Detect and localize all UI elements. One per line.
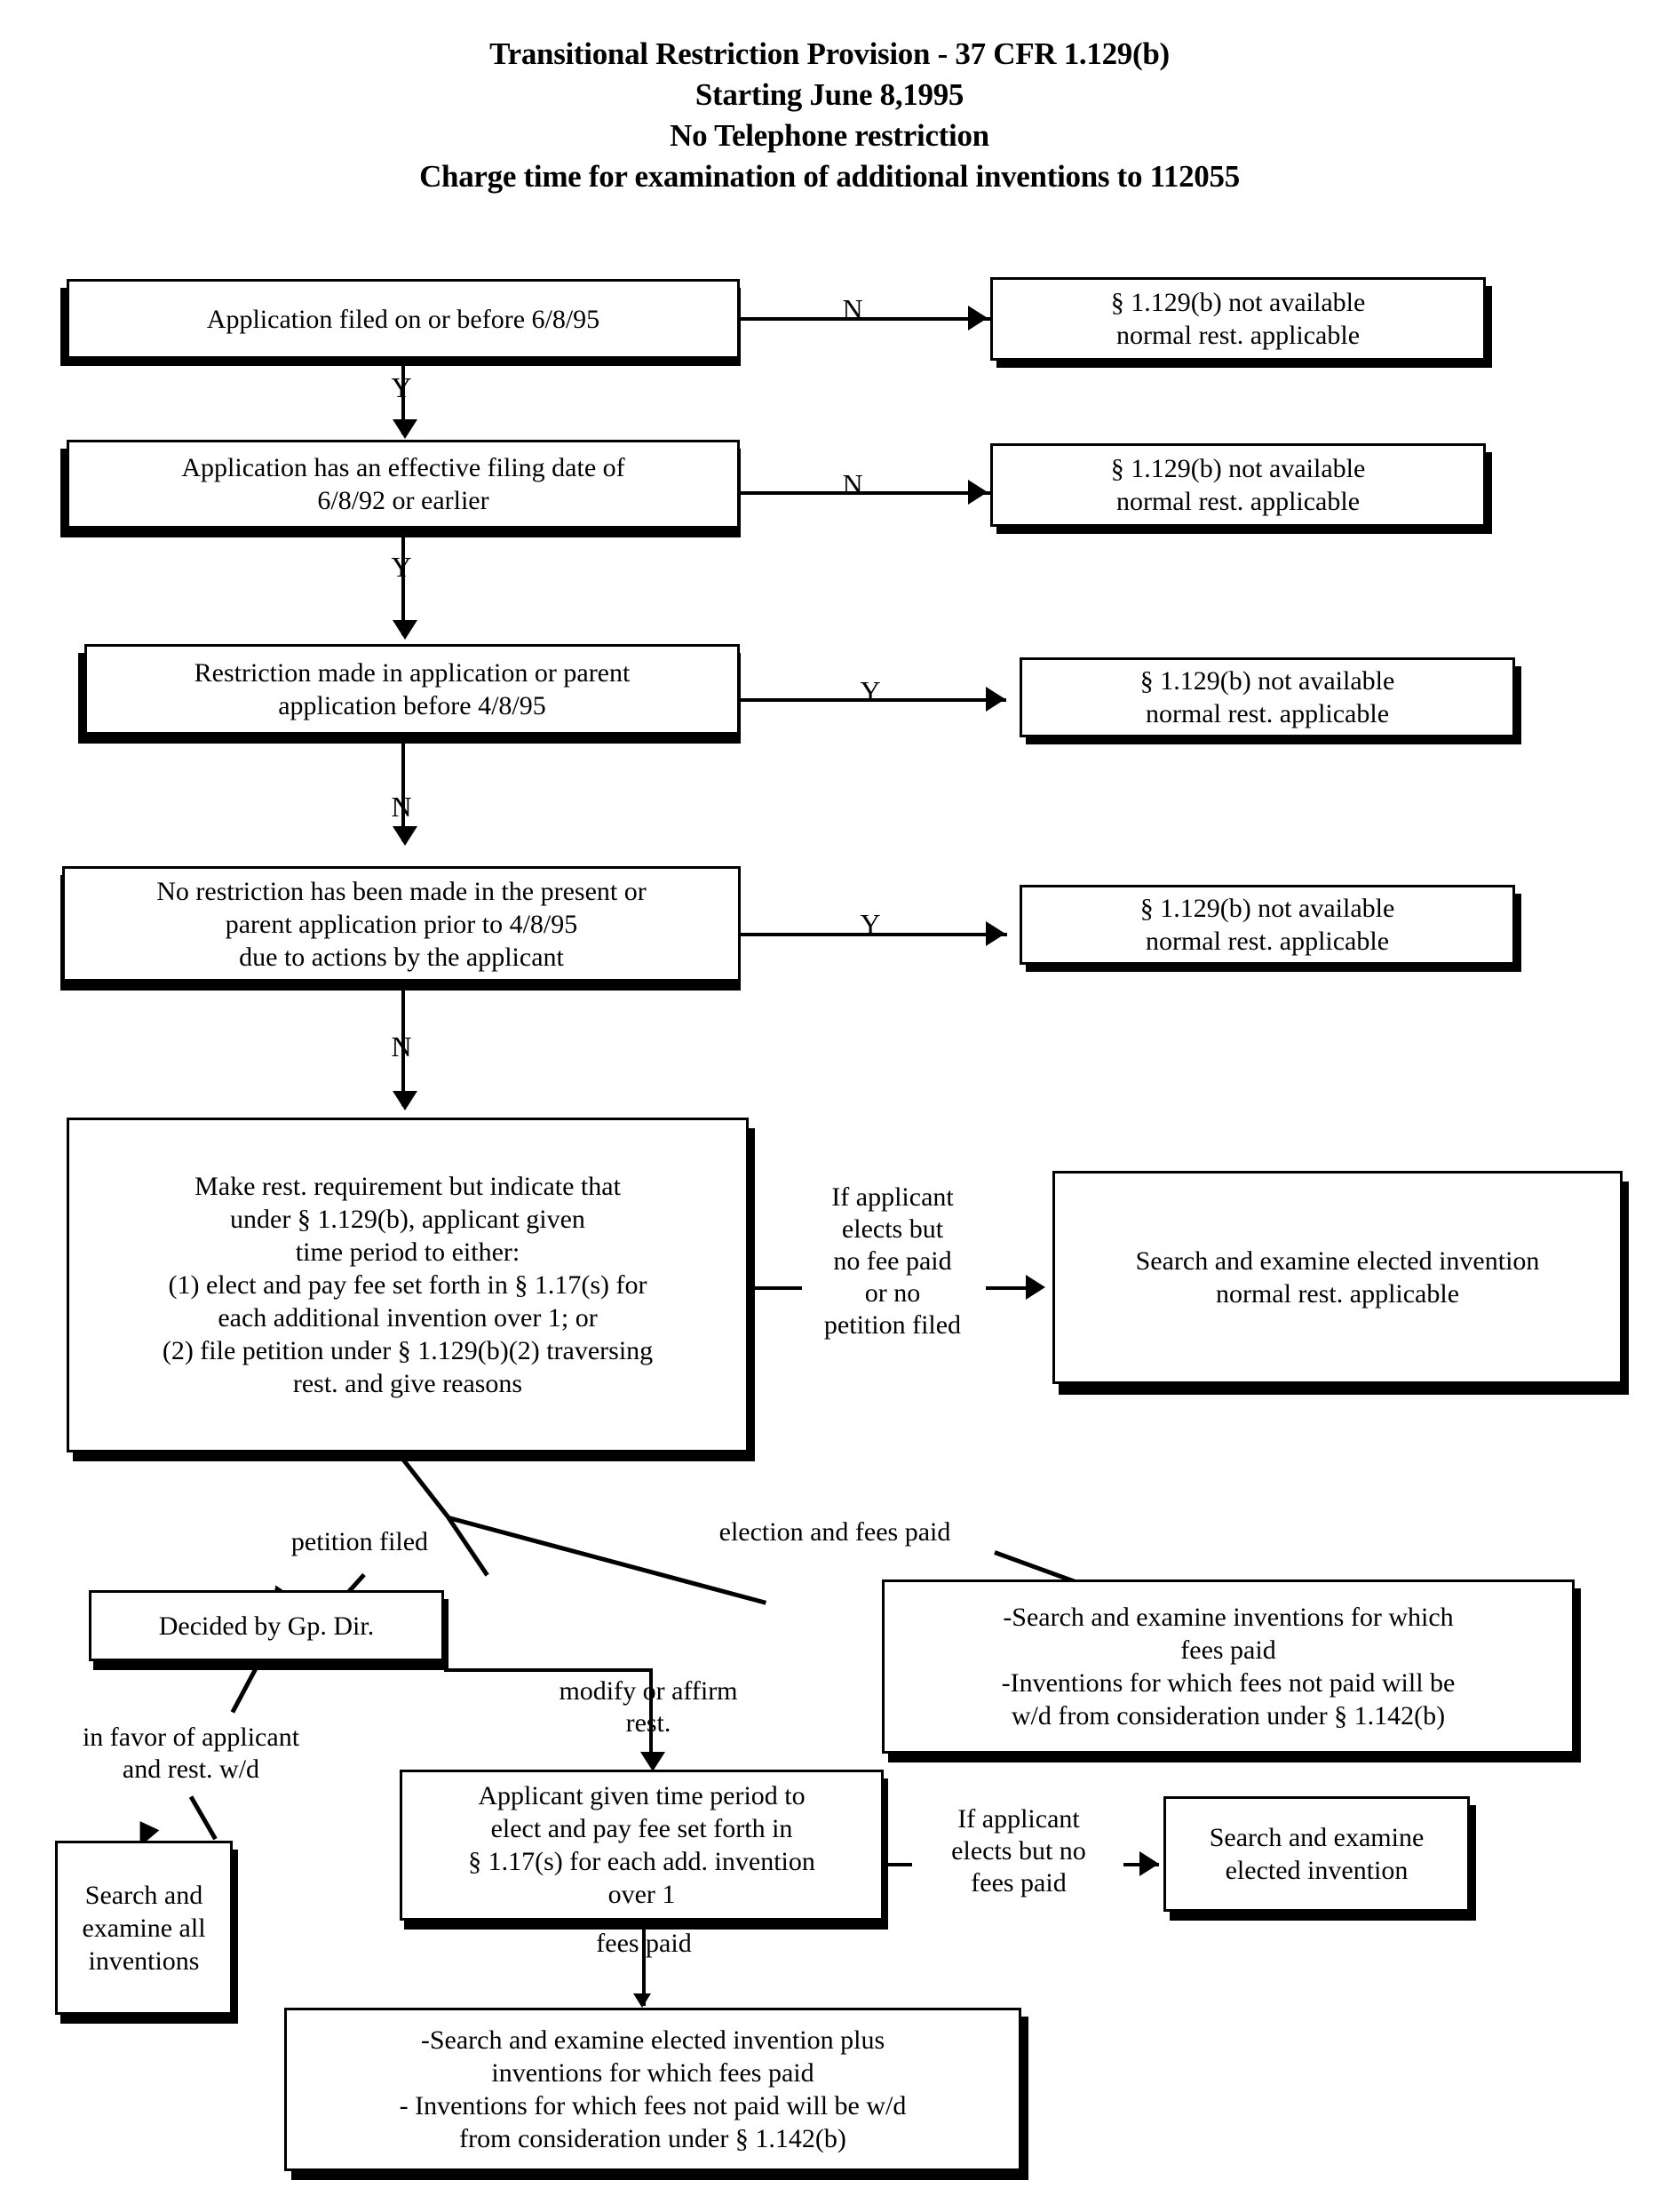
- result-search-examine-elected-normal[interactable]: Search and examine elected invention nor…: [1052, 1171, 1623, 1384]
- edge-label-n3: N: [391, 791, 412, 823]
- edge-label-modify-affirm: modify or affirm rest.: [559, 1676, 738, 1738]
- edge-label-y3: Y: [860, 675, 881, 707]
- edge-main-fork-stem: [400, 1455, 452, 1521]
- result-search-examine-all-inventions[interactable]: Search and examine all inventions: [55, 1841, 233, 2015]
- arrowhead-gpdir-applicant-time: [640, 1752, 665, 1771]
- result-searchall-label: Search and examine all inventions: [82, 1880, 206, 1976]
- decision-application-filed-label: Application filed on or before 6/8/95: [206, 304, 600, 334]
- edge-label-n4: N: [391, 1030, 412, 1062]
- result-1129b-not-available-1[interactable]: § 1.129(b) not available normal rest. ap…: [990, 277, 1486, 361]
- result-3-label: § 1.129(b) not available normal rest. ap…: [1139, 666, 1395, 728]
- edge-d4-to-r4: [741, 933, 1007, 936]
- edge-label-y2: Y: [391, 551, 412, 583]
- result-1129b-not-available-2[interactable]: § 1.129(b) not available normal rest. ap…: [990, 443, 1486, 527]
- result-bottom-label: -Search and examine elected invention pl…: [399, 2025, 907, 2153]
- edge-in-favor-to-searchall: [188, 1795, 218, 1841]
- arrowhead-d3-r3: [986, 687, 1005, 712]
- decision-effective-filing-date[interactable]: Application has an effective filing date…: [67, 440, 740, 529]
- result-search-examine-fees-paid[interactable]: -Search and examine inventions for which…: [882, 1579, 1575, 1754]
- edge-gpdir-down: [649, 1668, 653, 1766]
- arrowhead-d2-r2: [968, 480, 988, 505]
- action-applicant-given-time-period[interactable]: Applicant given time period to elect and…: [400, 1770, 884, 1921]
- result-search-examine-elected-invention[interactable]: Search and examine elected invention: [1163, 1796, 1470, 1912]
- edge-label-y1: Y: [391, 371, 412, 403]
- edge-main-to-r5-left: [749, 1286, 802, 1290]
- edge-d1-to-d2: [401, 359, 405, 434]
- edge-label-elects-no-fees2: If applicant elects but no fees paid: [951, 1804, 1086, 1898]
- edge-label-petition-filed: petition filed: [290, 1527, 429, 1556]
- edge-d3-to-d4: [401, 735, 405, 841]
- decision-restriction-made-before-label: Restriction made in application or paren…: [194, 658, 631, 720]
- edge-gpdir-in-favor: [230, 1664, 260, 1714]
- decision-no-restriction-made-label: No restriction has been made in the pres…: [156, 876, 647, 972]
- arrowhead-d3-d4: [393, 826, 417, 846]
- edge-gpdir-right: [444, 1668, 653, 1672]
- decision-restriction-made-before[interactable]: Restriction made in application or paren…: [84, 644, 740, 735]
- result-search-examine-elected-plus[interactable]: -Search and examine elected invention pl…: [284, 2008, 1021, 2171]
- result-4-label: § 1.129(b) not available normal rest. ap…: [1139, 894, 1395, 956]
- arrowhead-d1-r1: [968, 306, 988, 330]
- result-feespaid-label: -Search and examine inventions for which…: [1001, 1603, 1456, 1731]
- action-make-restriction-requirement[interactable]: Make rest. requirement but indicate that…: [67, 1118, 749, 1452]
- edge-d2-to-r2: [740, 491, 997, 495]
- edge-label-in-favor: in favor of applicant and rest. w/d: [82, 1723, 300, 1784]
- arrowhead-main-r5: [1026, 1275, 1045, 1300]
- edge-main-to-r5-right: [986, 1286, 1039, 1290]
- title-line-2: Starting June 8,1995: [695, 77, 964, 112]
- edge-d3-to-r3: [740, 698, 1006, 702]
- result-2-label: § 1.129(b) not available normal rest. ap…: [1110, 454, 1366, 516]
- edge-d2-to-d3: [401, 529, 405, 635]
- decision-no-restriction-made[interactable]: No restriction has been made in the pres…: [62, 866, 741, 982]
- arrowhead-bottom-box: [633, 1993, 651, 2008]
- arrowhead-d1-d2: [393, 419, 417, 439]
- arrowhead-d4-r4: [986, 921, 1005, 946]
- edge-label-fees-paid: fees paid: [596, 1929, 692, 1958]
- edge-applicant-time-down: [642, 1921, 646, 2006]
- title-line-4: Charge time for examination of additiona…: [419, 159, 1240, 194]
- result-search-elected-label: Search and examine elected invention: [1209, 1823, 1425, 1885]
- edge-label-elects-no-fee: If applicant elects but no fee paid or n…: [823, 1182, 962, 1340]
- action-make-restriction-requirement-label: Make rest. requirement but indicate that…: [162, 1172, 654, 1398]
- result-1129b-not-available-4[interactable]: § 1.129(b) not available normal rest. ap…: [1020, 885, 1515, 965]
- edge-d4-to-main: [401, 982, 405, 1106]
- edge-label-y4: Y: [860, 908, 881, 940]
- arrowhead-d4-main: [393, 1091, 417, 1110]
- title-line-1: Transitional Restriction Provision - 37 …: [489, 36, 1170, 71]
- decision-application-filed[interactable]: Application filed on or before 6/8/95: [67, 279, 740, 359]
- decision-decided-by-gp-dir-label: Decided by Gp. Dir.: [158, 1611, 375, 1641]
- decision-decided-by-gp-dir[interactable]: Decided by Gp. Dir.: [89, 1590, 444, 1661]
- page-title: Transitional Restriction Provision - 37 …: [0, 34, 1659, 197]
- edge-label-n1: N: [842, 293, 863, 325]
- arrowhead-search-elected: [1139, 1851, 1159, 1876]
- action-applicant-time-label: Applicant given time period to elect and…: [468, 1781, 815, 1909]
- edge-label-election-fees-paid: election and fees paid: [718, 1517, 951, 1547]
- edge-applicant-time-right: [884, 1863, 912, 1866]
- arrowhead-d2-d3: [393, 620, 417, 640]
- title-line-3: No Telephone restriction: [670, 118, 989, 153]
- result-1-label: § 1.129(b) not available normal rest. ap…: [1110, 288, 1366, 350]
- result-5-label: Search and examine elected invention nor…: [1135, 1246, 1540, 1309]
- edge-label-n2: N: [842, 468, 863, 500]
- result-1129b-not-available-3[interactable]: § 1.129(b) not available normal rest. ap…: [1020, 657, 1515, 737]
- edge-d1-to-r1: [740, 317, 997, 321]
- decision-effective-filing-date-label: Application has an effective filing date…: [181, 453, 625, 515]
